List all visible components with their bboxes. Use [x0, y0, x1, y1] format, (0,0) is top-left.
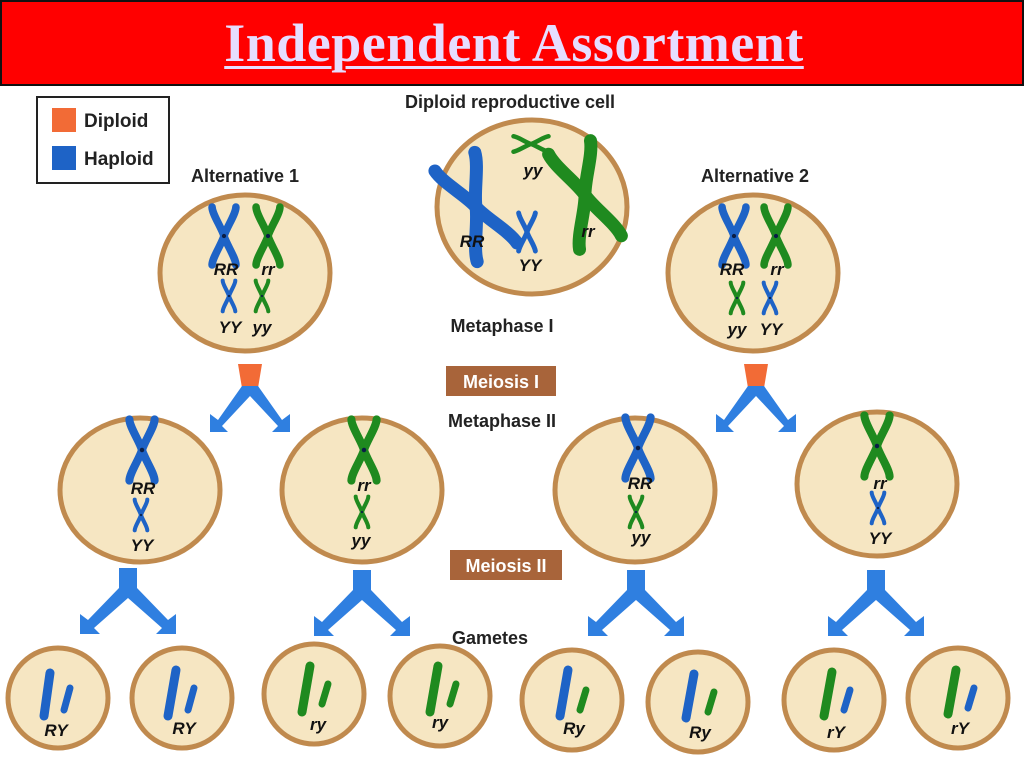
gene-label: YY [760, 320, 784, 339]
meiosis-2-split-arrow-4 [828, 570, 924, 636]
gene-label: YY [219, 318, 243, 337]
metaphase-2-cell-1: RR YY [57, 418, 223, 565]
gene-label: YY [131, 536, 155, 555]
metaphase-2-label: Metaphase II [448, 411, 556, 431]
gamete-8: rY [905, 645, 1011, 751]
gene-label: yy [727, 320, 748, 339]
gene-label: RR [131, 479, 156, 498]
gene-label: rY [951, 719, 971, 738]
gene-label: RY [172, 719, 197, 738]
gamete-1: RY [5, 645, 111, 751]
metaphase-2-cell-3: RR yy [552, 417, 718, 565]
gamete-2: RY [129, 645, 235, 751]
gene-label: RR [720, 260, 745, 279]
title-bar: Independent Assortment [0, 0, 1024, 86]
gamete-6: Ry [645, 649, 751, 755]
gene-label: YY [869, 529, 893, 548]
meiosis-2-box [450, 550, 562, 580]
diploid-reproductive-cell: yy RR YY rr [435, 117, 630, 297]
gene-label: YY [519, 256, 543, 275]
gene-label: ry [432, 713, 450, 732]
legend-swatch-haploid [52, 146, 76, 170]
meiosis-1-label: Meiosis I [463, 372, 539, 392]
gamete-7: rY [781, 647, 887, 753]
diploid-cell-label: Diploid reproductive cell [405, 92, 615, 112]
independent-assortment-diagram: Diploid Haploid Diploid reproductive cel… [5, 92, 1011, 755]
gene-label: rr [770, 260, 785, 279]
gametes-label: Gametes [452, 628, 528, 648]
gene-label: yy [631, 528, 652, 547]
gene-label: rr [261, 260, 276, 279]
legend-swatch-diploid [52, 108, 76, 132]
gene-label: yy [252, 318, 273, 337]
alternative-2-cell: RR rr yy YY [665, 192, 841, 354]
meiosis-2-split-arrow-1 [80, 568, 176, 634]
meiosis-2-split-arrow-3 [588, 570, 684, 636]
gene-label: Ry [689, 723, 712, 742]
gamete-4: ry [387, 643, 493, 749]
gene-label: RR [460, 232, 485, 251]
alternative-1-label: Alternative 1 [191, 166, 299, 186]
meiosis-2-split-arrow-2 [314, 570, 410, 636]
gene-label: yy [523, 161, 544, 180]
metaphase-2-cell-4: rr YY [794, 409, 960, 559]
metaphase-1-label: Metaphase I [450, 316, 553, 336]
gene-label: RY [44, 721, 69, 740]
gene-label: rr [357, 476, 372, 495]
alternative-1-cell: RR rr YY yy [157, 192, 333, 354]
meiosis-1-split-arrow-right [716, 364, 796, 432]
meiosis-1-box [446, 366, 556, 396]
metaphase-2-cell-2: rr yy [279, 418, 445, 565]
gene-label: rr [873, 474, 888, 493]
alternative-2-label: Alternative 2 [701, 166, 809, 186]
gene-label: rr [581, 222, 596, 241]
page-title: Independent Assortment [224, 13, 804, 73]
meiosis-1-split-arrow-left [210, 364, 290, 432]
gene-label: yy [351, 531, 372, 550]
gene-label: RR [628, 474, 653, 493]
gamete-5: Ry [519, 647, 625, 753]
meiosis-2-label: Meiosis II [465, 556, 546, 576]
legend-label-haploid: Haploid [84, 149, 154, 170]
gamete-3: ry [261, 641, 367, 747]
gene-label: RR [214, 260, 239, 279]
gene-label: ry [310, 715, 328, 734]
legend-label-diploid: Diploid [84, 111, 148, 132]
gene-label: rY [827, 723, 847, 742]
legend: Diploid Haploid [36, 96, 170, 184]
gene-label: Ry [563, 719, 586, 738]
